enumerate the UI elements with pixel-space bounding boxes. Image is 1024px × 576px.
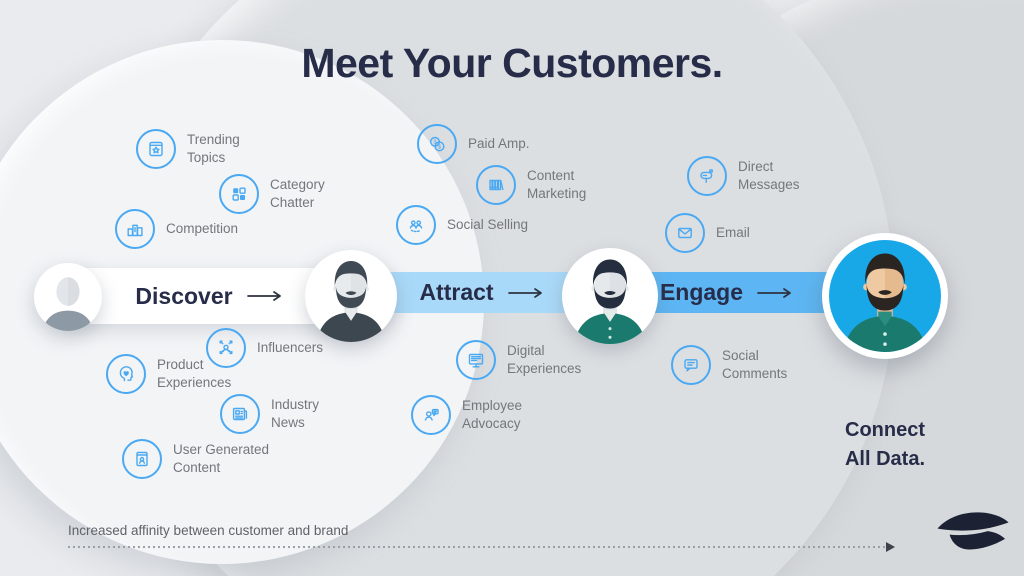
feature-label: Social Selling: [447, 217, 529, 233]
social-comments-icon: [671, 345, 711, 385]
digital-experiences-icon: [456, 340, 496, 380]
user-generated-content-icon: [122, 439, 162, 479]
feature-item-paid-amplification: $$ Paid Amp.: [417, 124, 530, 164]
paid-amplification-icon: $$: [417, 124, 457, 164]
feature-label: Category Chatter: [270, 177, 325, 210]
feature-label: User Generated Content: [173, 442, 270, 475]
trending-topics-icon: [136, 129, 176, 169]
connected-customer-avatar: [822, 233, 948, 359]
category-chatter-icon: [219, 174, 259, 214]
stage-label-engage: Engage: [659, 279, 744, 305]
feature-label: Direct Messages: [738, 159, 800, 192]
feature-label: Paid Amp.: [468, 136, 530, 152]
feature-item-social-selling: Social Selling: [396, 205, 528, 245]
page-title: Meet Your Customers.: [301, 40, 723, 86]
product-experiences-icon: [106, 354, 146, 394]
feature-item-employee-advocacy: Employee Advocacy: [411, 395, 546, 435]
feature-label: Competition: [166, 221, 239, 237]
svg-text:$: $: [433, 140, 437, 146]
feature-label: Product Experiences: [157, 357, 232, 390]
feature-label: Industry News: [271, 397, 320, 430]
feature-item-digital-experiences: Digital Experiences: [456, 340, 591, 380]
feature-item-influencers: Influencers: [206, 328, 323, 368]
connect-line2: All Data.: [844, 448, 926, 470]
anonymous-avatar: [34, 263, 102, 331]
direct-messages-icon: [687, 156, 727, 196]
affinity-axis-label: Increased affinity between customer and …: [68, 523, 349, 538]
feature-item-direct-messages: Direct Messages: [687, 156, 822, 196]
connected-avatar-background: [829, 240, 941, 352]
feature-item-content-marketing: Content Marketing: [476, 165, 611, 205]
customer-avatar-color: [562, 248, 658, 344]
falcon-wing-logo: [937, 512, 1009, 550]
affinity-axis-line: [68, 546, 886, 548]
svg-text:$: $: [438, 144, 442, 150]
feature-item-trending-topics: Trending Topics: [136, 129, 271, 169]
feature-item-industry-news: Industry News: [220, 394, 355, 434]
customer-avatar-muted: [305, 250, 397, 342]
email-icon: [665, 213, 705, 253]
feature-label: Content Marketing: [527, 168, 587, 201]
feature-item-user-generated-content: User Generated Content: [122, 439, 303, 479]
connect-line1: Connect: [845, 419, 925, 441]
feature-label: Email: [716, 225, 750, 241]
competition-icon: [115, 209, 155, 249]
feature-item-email: Email: [665, 213, 750, 253]
feature-label: Employee Advocacy: [462, 398, 523, 431]
affinity-axis-arrowhead: [886, 542, 895, 552]
stage-arrow-icon: [507, 287, 542, 298]
feature-item-social-comments: Social Comments: [671, 345, 806, 385]
stage-label-discover: Discover: [135, 282, 233, 309]
industry-news-icon: [220, 394, 260, 434]
feature-label: Trending Topics: [187, 132, 240, 165]
feature-item-competition: Competition: [115, 209, 238, 249]
feature-label: Influencers: [257, 340, 324, 356]
feature-label: Social Comments: [722, 348, 788, 381]
content-marketing-icon: [476, 165, 516, 205]
influencers-icon: [206, 328, 246, 368]
stage-arrow-icon: [757, 287, 791, 298]
stage-arrow-icon: [246, 291, 281, 301]
employee-advocacy-icon: [411, 395, 451, 435]
stage-label-attract: Attract: [419, 279, 494, 305]
feature-item-category-chatter: Category Chatter: [219, 174, 354, 214]
feature-label: Digital Experiences: [507, 343, 582, 376]
connect-all-data-caption: Connect All Data.: [822, 416, 948, 474]
feature-item-product-experiences: Product Experiences: [106, 354, 241, 394]
social-selling-icon: [396, 205, 436, 245]
